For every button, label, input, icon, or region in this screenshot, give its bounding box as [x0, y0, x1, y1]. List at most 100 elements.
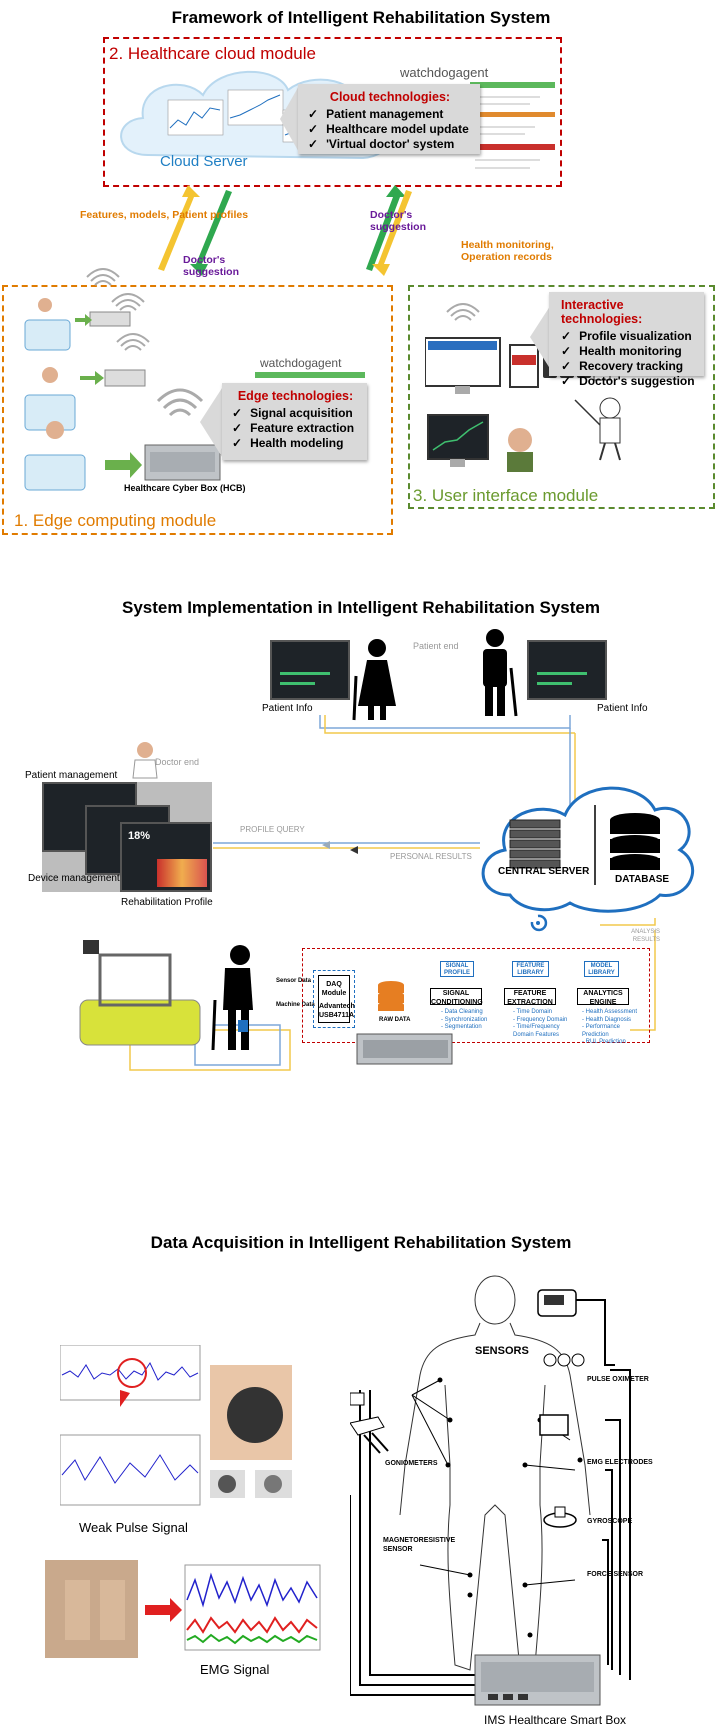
- daq-module-label: DAQ Module: [321, 981, 347, 997]
- pipeline-tab: FEATURE LIBRARY: [512, 961, 549, 977]
- cloud-tech-title: Cloud technologies:: [329, 90, 451, 104]
- ui-callout-pointer: [530, 300, 554, 375]
- pipeline-box: ANALYTICS ENGINE: [577, 988, 629, 1006]
- cloud-module-title: 2. Healthcare cloud module: [109, 44, 316, 63]
- edge-module-frame: [2, 285, 393, 535]
- pipeline-bullet: - Data Cleaning: [441, 1009, 483, 1015]
- edge-callout-pointer: [200, 385, 224, 460]
- data-flow-lines: [129, 715, 656, 1071]
- machine-data-label: Machine Data: [276, 1002, 315, 1008]
- force-sensor-label: FORCE SENSOR: [587, 1571, 644, 1578]
- sensors-body-diagram: [350, 1275, 631, 1696]
- pipeline-bullet: - Segmentation: [441, 1024, 482, 1030]
- elderly-woman-icon: [352, 639, 396, 721]
- cloud-dashboard-thumbnail: [470, 82, 555, 169]
- patient-screen-left: [270, 640, 350, 700]
- label-doctor-suggestion-left: Doctor's suggestion: [183, 254, 240, 278]
- wireless-signal-large-icon: [156, 388, 204, 417]
- acquisition-title: Data Acquisition in Intelligent Rehabili…: [150, 1233, 572, 1252]
- edge-tech-item: Feature extraction: [232, 421, 359, 436]
- ui-tech-title: Interactive technologies:: [561, 298, 643, 326]
- doctor-icon: [132, 742, 158, 779]
- framework-title: Framework of Intelligent Rehabilitation …: [171, 8, 551, 27]
- edge-box-hardware: [356, 1033, 453, 1065]
- pipeline-box: SIGNAL CONDITIONING: [430, 988, 483, 1006]
- edge-tech-item: Signal acquisition: [232, 406, 359, 421]
- ui-module-title: 3. User interface module: [413, 486, 599, 505]
- label-features-models: Features, models, Patient profiles: [80, 209, 249, 221]
- pipeline-bullet: - Performance Prediction: [582, 1024, 621, 1038]
- rehab-machines-illustration: [24, 298, 221, 491]
- label-doctor-suggestion-right: Doctor's suggestion: [370, 209, 427, 233]
- pulse-signal-plots: [60, 1345, 201, 1506]
- daq-device-label: Advantech USB4711A: [319, 1003, 355, 1019]
- daq-frame: [313, 970, 355, 1028]
- pulse-oximeter-label: PULSE OXIMETER: [587, 1376, 649, 1383]
- processing-pipeline-frame: [302, 948, 650, 1043]
- pipeline-bullet: - Time/Frequency Domain Features: [513, 1024, 560, 1038]
- pipeline-bullet: - Health Diagnosis: [582, 1016, 632, 1023]
- sensor-data-label: Sensor Data: [276, 978, 312, 984]
- emg-signal-plots: [45, 1560, 321, 1658]
- central-server-label: CENTRAL SERVER: [498, 866, 590, 877]
- profile-query-label: PROFILE QUERY: [240, 825, 305, 834]
- cloud-callout-pointer: [280, 84, 300, 154]
- label-health-monitoring: Health monitoring, Operation records: [461, 239, 554, 263]
- pipeline-bullets: - Data Cleaning - Synchronization - Segm…: [441, 1009, 501, 1032]
- pipeline-bullet: - Time Domain: [513, 1009, 553, 1015]
- pipeline-bullets: - Time Domain - Frequency Domain - Time/…: [513, 1009, 573, 1039]
- pipeline-tab: MODEL LIBRARY: [584, 961, 619, 977]
- magnetoresistive-label: MAGNETORESISTIVE SENSOR: [383, 1537, 456, 1553]
- emg-electrodes-label: EMG ELECTRODES: [587, 1459, 653, 1466]
- pipeline-bullets: - Health Assessment - Health Diagnosis -…: [582, 1009, 648, 1047]
- personal-results-label: PERSONAL RESULTS: [390, 852, 472, 861]
- raw-data-icon: [378, 981, 404, 1011]
- pipeline-bullet: - Synchronization: [441, 1016, 488, 1023]
- doctor-end-label: Doctor end: [155, 757, 200, 767]
- cloud-technologies-callout: Cloud technologies: Patient management H…: [298, 84, 480, 154]
- patient-screen-right: [527, 640, 607, 700]
- wireless-signal-icons: [86, 268, 150, 351]
- edge-tech-title: Edge technologies:: [237, 389, 354, 403]
- ui-tech-item: Recovery tracking: [561, 359, 696, 374]
- pipeline-box: FEATURE EXTRACTION: [504, 988, 556, 1006]
- loop-icon: [530, 914, 548, 932]
- ui-tech-item: Health monitoring: [561, 344, 696, 359]
- pulse-sensor-photos: [210, 1365, 292, 1498]
- smart-box-label: IMS Healthcare Smart Box: [484, 1713, 627, 1727]
- pipeline-bullet: - Frequency Domain: [513, 1016, 568, 1023]
- module-arrows: [158, 185, 412, 276]
- elderly-man-icon: [483, 629, 518, 717]
- edge-brand-logo: watchdogagent: [260, 356, 342, 370]
- edge-technologies-callout: Edge technologies: Signal acquisition Fe…: [222, 383, 367, 460]
- interactive-technologies-callout: Interactive technologies: Profile visual…: [549, 292, 704, 388]
- rehab-profile-label: Rehabilitation Profile: [121, 897, 213, 908]
- rehab-machine-with-patient: [79, 940, 253, 1051]
- edge-module-title: 1. Edge computing module: [14, 511, 217, 530]
- goniometers-label: GONIOMETERS: [385, 1460, 438, 1467]
- weak-pulse-label: Weak Pulse Signal: [79, 1520, 188, 1535]
- emg-signal-label: EMG Signal: [200, 1662, 270, 1677]
- edge-tech-item: Health modeling: [232, 436, 359, 451]
- patient-info-right: Patient Info: [597, 703, 648, 714]
- device-management-label: Device management: [28, 873, 120, 884]
- patient-info-left: Patient Info: [262, 703, 313, 714]
- pipeline-bullet: - Health Assessment: [582, 1009, 638, 1015]
- cloud-server-label: Cloud Server: [160, 153, 248, 170]
- smart-box-hardware: [474, 1654, 601, 1706]
- screen-percent: 18%: [128, 830, 151, 842]
- patient-end-label: Patient end: [413, 641, 459, 651]
- ui-tech-item: Doctor's suggestion: [561, 374, 696, 389]
- sensors-title: SENSORS: [475, 1345, 529, 1357]
- ui-module-frame: [408, 285, 715, 509]
- implementation-title: System Implementation in Intelligent Reh…: [122, 598, 600, 617]
- hcb-label: Healthcare Cyber Box (HCB): [124, 483, 246, 493]
- pipeline-bullet: - RUL Prediction: [582, 1039, 626, 1045]
- cloud-tech-item: Healthcare model update: [308, 122, 472, 137]
- raw-data-label: RAW DATA: [379, 1017, 411, 1023]
- rehab-profile-screen: 18%: [120, 822, 212, 892]
- cloud-tech-item: Patient management: [308, 107, 472, 122]
- cloud-module-frame: [103, 37, 562, 187]
- pipeline-tab: SIGNAL PROFILE: [440, 961, 474, 977]
- daq-module-box: DAQ Module Advantech USB4711A: [318, 975, 355, 1023]
